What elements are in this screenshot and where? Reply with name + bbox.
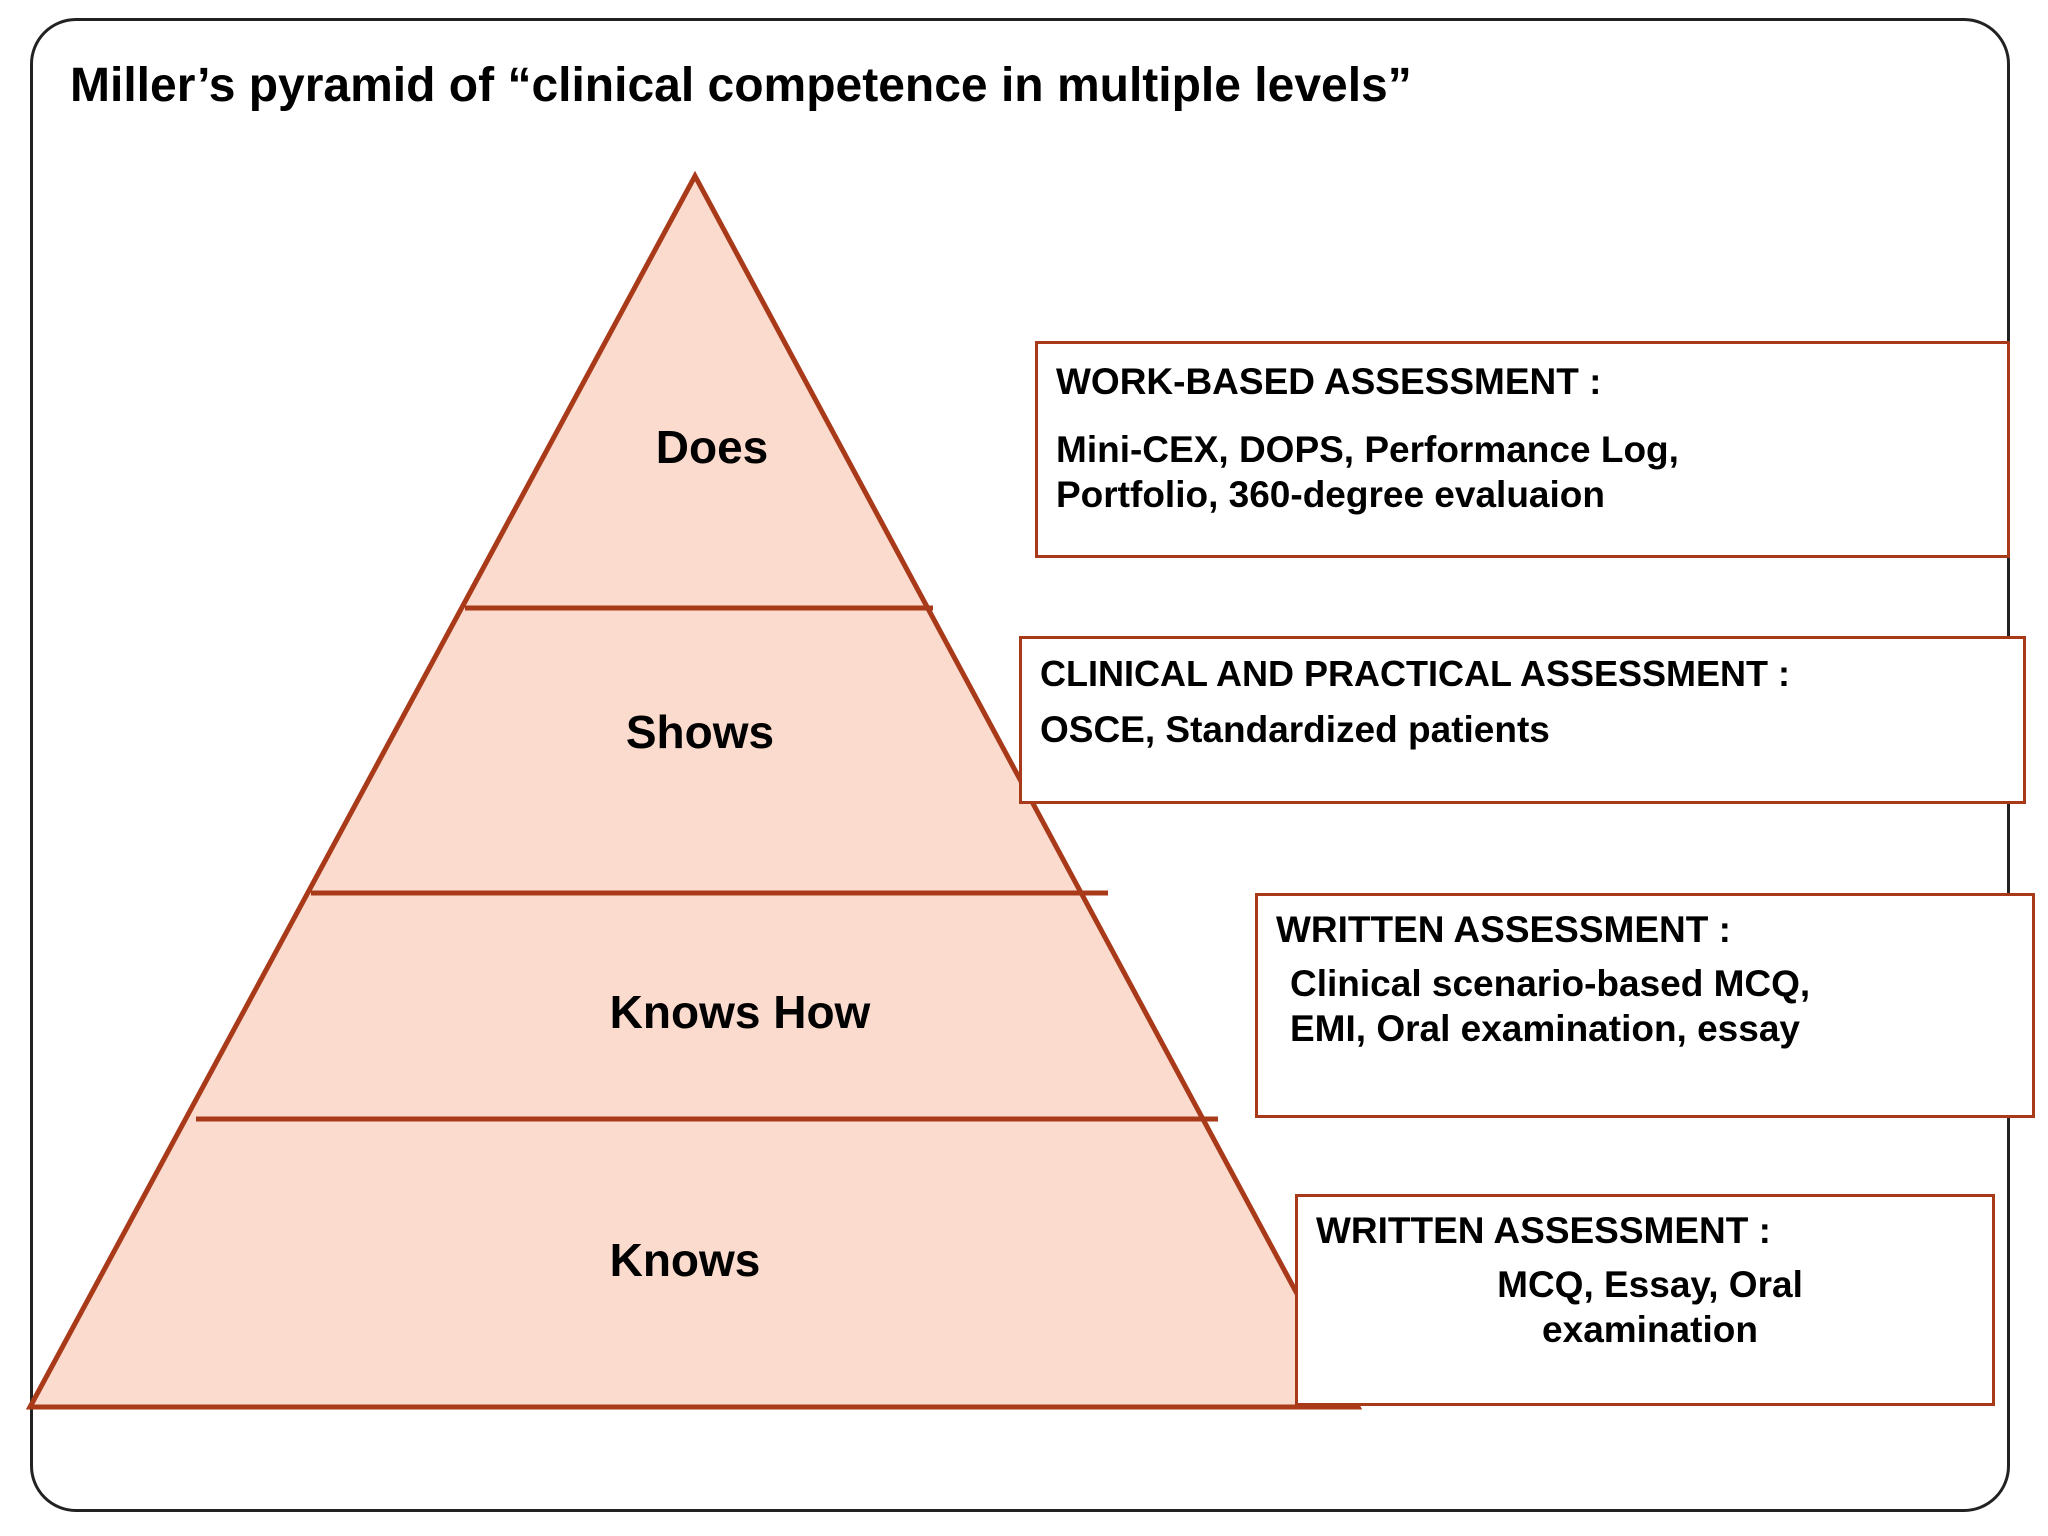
callout-body: Mini-CEX, DOPS, Performance Log, Portfol… — [1056, 427, 1993, 517]
pyramid-level-label-knows-how: Knows How — [609, 986, 871, 1038]
callout-written-assessment-knows-how: WRITTEN ASSESSMENT : Clinical scenario-b… — [1255, 893, 2035, 1118]
callout-body: MCQ, Essay, Oral examination — [1316, 1262, 1978, 1352]
callout-heading: WRITTEN ASSESSMENT : — [1276, 909, 1731, 950]
callout-clinical-practical-assessment: CLINICAL AND PRACTICAL ASSESSMENT : OSCE… — [1019, 636, 2026, 804]
callout-heading: CLINICAL AND PRACTICAL ASSESSMENT : — [1040, 653, 1791, 694]
callout-line: Mini-CEX, DOPS, Performance Log, — [1056, 429, 1679, 471]
callout-line: MCQ, Essay, Oral — [1497, 1264, 1803, 1306]
callout-body: Clinical scenario-based MCQ, EMI, Oral e… — [1276, 961, 2018, 1051]
pyramid-level-label-does: Does — [655, 421, 769, 473]
callout-line: Portfolio, 360-degree evaluaion — [1056, 474, 1605, 516]
pyramid-level-label-shows: Shows — [625, 706, 775, 758]
callout-body: OSCE, Standardized patients — [1040, 707, 2009, 752]
callout-line: OSCE, Standardized patients — [1040, 709, 1550, 751]
callout-heading: WRITTEN ASSESSMENT : — [1316, 1210, 1771, 1251]
page-title: Miller’s pyramid of “clinical competence… — [70, 59, 1412, 112]
callout-heading: WORK-BASED ASSESSMENT : — [1056, 361, 1602, 402]
callout-line: Clinical scenario-based MCQ, — [1290, 963, 1811, 1005]
pyramid-level-label-knows: Knows — [609, 1234, 761, 1286]
callout-line: EMI, Oral examination, essay — [1290, 1008, 1800, 1050]
callout-work-based-assessment: WORK-BASED ASSESSMENT : Mini-CEX, DOPS, … — [1035, 341, 2010, 558]
callout-written-assessment-knows: WRITTEN ASSESSMENT : MCQ, Essay, Oral ex… — [1295, 1194, 1995, 1406]
callout-line: examination — [1542, 1309, 1758, 1351]
